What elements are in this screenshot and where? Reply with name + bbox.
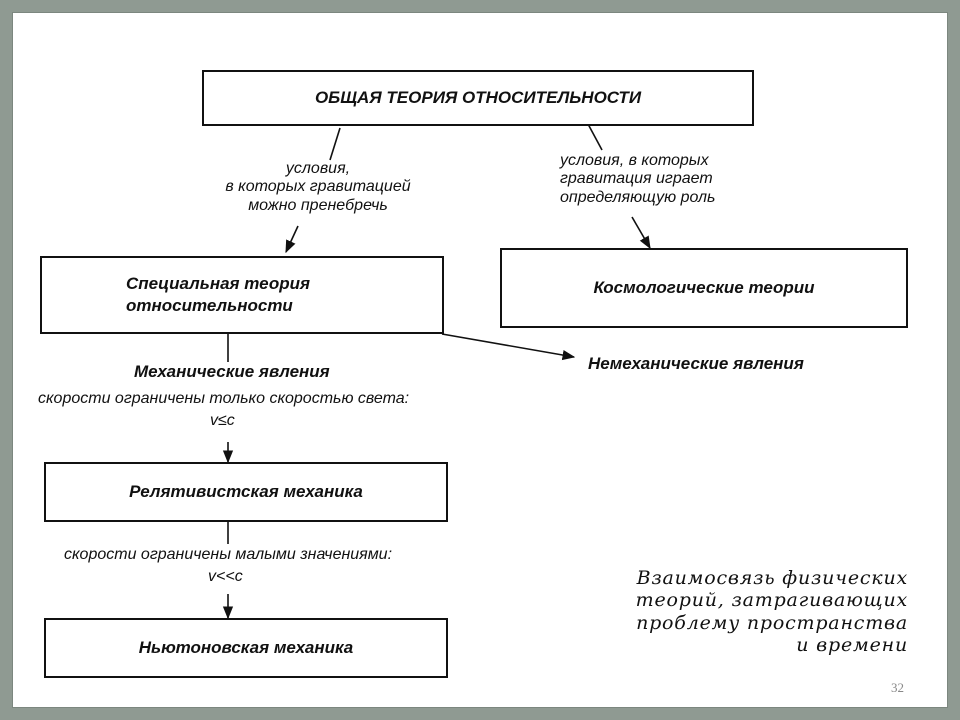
figure-caption: Взаимосвязь физических теорий, затрагива… bbox=[635, 567, 908, 657]
mechanical-phenomena-label: Механические явления bbox=[134, 362, 330, 381]
special-relativity-box: Специальная теория относительности bbox=[40, 256, 444, 334]
arrow-to-nonmechanical bbox=[441, 333, 576, 361]
page-number: 32 bbox=[891, 680, 904, 695]
newtonian-mechanics-box: Ньютоновская механика bbox=[44, 618, 448, 678]
arrow-to-special-relativity bbox=[285, 225, 299, 254]
cosmological-box: Космологические теории bbox=[500, 248, 908, 328]
cosmological-label: Космологические теории bbox=[593, 277, 815, 297]
line-gr-to-left-condition bbox=[329, 127, 341, 161]
arrow-to-cosmological bbox=[631, 216, 651, 250]
speed-formula-small: v<<c bbox=[208, 568, 243, 585]
speed-limit-light-label: скорости ограничены только скоростью све… bbox=[38, 390, 410, 407]
slide: ОБЩАЯ ТЕОРИЯ ОТНОСИТЕЛЬНОСТИ условия, в … bbox=[12, 12, 948, 708]
left-condition-label: условия, в которых гравитацией можно пре… bbox=[225, 160, 411, 214]
general-relativity-box: ОБЩАЯ ТЕОРИЯ ОТНОСИТЕЛЬНОСТИ bbox=[202, 70, 754, 126]
right-condition-label: условия, в которых гравитация играет опр… bbox=[560, 152, 716, 206]
line-gr-to-right-condition bbox=[587, 123, 603, 151]
special-relativity-label: Специальная теория относительности bbox=[126, 273, 310, 315]
speed-limit-small-label: скорости ограничены малыми значениями: bbox=[64, 546, 393, 563]
general-relativity-label: ОБЩАЯ ТЕОРИЯ ОТНОСИТЕЛЬНОСТИ bbox=[314, 87, 642, 107]
speed-formula-light: v≤c bbox=[210, 412, 235, 429]
nonmechanical-phenomena-label: Немеханические явления bbox=[588, 354, 804, 373]
relativistic-mechanics-box: Релятивистская механика bbox=[44, 462, 448, 522]
newtonian-mechanics-label: Ньютоновская механика bbox=[138, 637, 354, 657]
relativistic-mechanics-label: Релятивистская механика bbox=[129, 481, 363, 501]
connector-lines bbox=[222, 123, 651, 620]
